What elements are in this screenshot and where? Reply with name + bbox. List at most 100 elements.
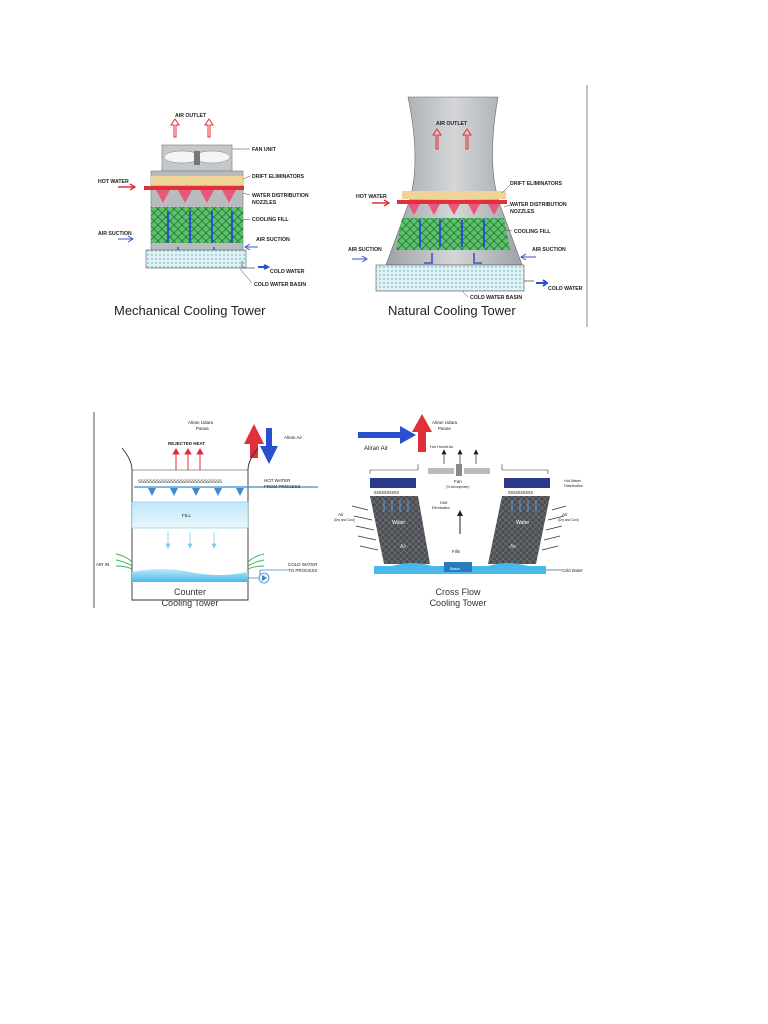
mech-spray-nozzles — [156, 190, 236, 203]
nat-air-suction-right-arrow — [520, 253, 536, 261]
counter-hot-water-label-2: FROM PROCESS — [264, 484, 301, 489]
counter-spray-marks: ssssssssssssssssssssssssssss — [138, 479, 222, 485]
cross-drift-label-2: Eliminator — [432, 505, 450, 510]
mech-cold-water-basin-label: COLD WATER BASIN — [254, 282, 306, 288]
cross-hot-water-distribution-right — [504, 478, 550, 488]
counter-hot-air-label-2: Panas — [196, 426, 210, 431]
nat-air-outlet-arrows — [432, 128, 472, 150]
nat-title: Natural Cooling Tower — [388, 303, 516, 318]
mech-drift-eliminators — [151, 176, 243, 185]
counter-hot-air-arrow — [244, 424, 264, 458]
cross-fill-right — [488, 496, 550, 564]
mech-fan-unit-label: FAN UNIT — [252, 147, 277, 153]
nat-air-suction-right-label: AIR SUCTION — [532, 247, 566, 253]
cross-hot-humid-air-label: Hot Humid Air — [430, 445, 454, 449]
counter-tower-shell — [121, 447, 259, 601]
counter-air-in-right-arrows — [247, 553, 265, 570]
cross-cold-water-label: Cold Water — [562, 568, 583, 573]
mech-air-suction-right-label: AIR SUCTION — [256, 237, 290, 243]
cross-water-right-label: Water — [516, 520, 529, 526]
cross-basin-label: Basin — [450, 566, 460, 571]
cross-air-right-label: Air — [562, 512, 568, 517]
mech-cold-water-label: COLD WATER — [270, 269, 305, 275]
nat-spray-nozzles — [408, 204, 500, 215]
cross-water-flow-label: Aliran Air — [364, 446, 388, 452]
crossflow-cooling-tower: Aliran Air Aliran Udara Panas Hot Humid … — [334, 414, 583, 608]
nat-air-outlet-label: AIR OUTLET — [436, 121, 468, 127]
nat-cooling-fill — [396, 218, 510, 250]
mech-cooling-fill — [151, 207, 243, 243]
cross-title-1: Cross Flow — [435, 587, 481, 597]
counter-hot-air-label-1: Aliran Udara — [188, 420, 214, 425]
mech-nozzles-label-2: NOZZLES — [252, 200, 277, 206]
mechanical-cooling-tower: AIR OUTLET — [98, 113, 309, 318]
counter-cold-water-pool — [132, 569, 248, 582]
cross-water-left-label: Water — [392, 520, 405, 526]
mech-air-suction-left-label: AIR SUCTION — [98, 231, 132, 237]
cross-title-2: Cooling Tower — [430, 598, 487, 608]
nat-hot-water-arrow — [372, 199, 391, 207]
cross-air-inner-right-label: Air — [510, 544, 516, 550]
nat-drift-eliminators-label: DRIFT ELIMINATORS — [510, 181, 563, 187]
nat-cold-water-label: COLD WATER — [548, 286, 583, 292]
cross-air-right-sub-label: (Dry and Cool) — [558, 518, 579, 522]
mech-air-outlet-label: AIR OUTLET — [175, 113, 207, 119]
cross-fill-left — [370, 496, 430, 564]
counter-cold-water-label-1: COLD WATER — [288, 562, 318, 567]
counter-fill — [131, 501, 249, 529]
counter-nozzles — [148, 488, 244, 496]
pump-icon — [258, 572, 270, 584]
counter-water-flow-arrow — [260, 428, 278, 464]
cross-fills-label: Fills — [452, 549, 461, 554]
nat-hot-water-label: HOT WATER — [356, 194, 387, 200]
cross-hot-air-label-2: Panas — [438, 426, 452, 431]
cross-hot-water-label-1: Hot Water — [564, 479, 582, 483]
cross-fan-label: Fan — [454, 479, 462, 484]
cross-air-inner-left-label: Air — [400, 544, 406, 550]
cross-fan-hub — [456, 464, 462, 476]
nat-air-rising-arrows — [424, 253, 482, 264]
nat-cold-water-basin — [375, 264, 525, 292]
nat-cold-water-arrow — [536, 279, 549, 287]
counter-cold-water-label-2: TO PROCESS — [288, 568, 317, 573]
cross-exhaust-arrows — [441, 449, 479, 464]
cross-water-arrows-right — [511, 500, 537, 512]
nat-nozzles-label-1: WATER DISTRIBUTION — [510, 202, 567, 208]
bottom-diagram: Aliran Udara Panas Aliran Air REJECTED H… — [92, 412, 588, 612]
cross-air-left-sub-label: (Dry and Cool) — [334, 518, 355, 522]
mech-air-suction-left-arrow — [118, 235, 134, 243]
rejected-heat-arrows — [172, 448, 204, 470]
counter-water-flow-label: Aliran Air — [284, 435, 303, 440]
cross-hot-air-label-1: Aliran Udara — [432, 420, 458, 425]
cross-hot-air-arrow — [412, 414, 432, 452]
counter-air-in-label: AIR IN — [96, 562, 109, 567]
counter-droplet-arrows — [165, 532, 217, 549]
nat-nozzles-label-2: NOZZLES — [510, 209, 535, 215]
mech-title: Mechanical Cooling Tower — [114, 303, 266, 318]
mech-air-suction-right-arrow — [244, 243, 258, 251]
cross-hot-water-distribution-left — [370, 478, 416, 488]
cross-basin-sump — [444, 562, 472, 572]
cross-fan-sub-label: (To Atmosphere) — [446, 485, 469, 489]
counter-fill-label: FILL — [182, 513, 192, 518]
mech-hot-water-pipe — [144, 186, 244, 190]
mech-hot-water-arrow — [118, 183, 137, 191]
top-diagram: AIR OUTLET — [90, 85, 590, 327]
counter-cooling-tower: Aliran Udara Panas Aliran Air REJECTED H… — [96, 420, 318, 608]
mech-drift-eliminators-label: DRIFT ELIMINATORS — [252, 174, 305, 180]
cross-water-flow-arrow — [358, 426, 416, 444]
cross-air-left-label: Air — [338, 512, 344, 517]
nat-air-suction-left-arrow — [352, 255, 368, 263]
natural-cooling-tower: AIR OUTLET DRIFT ELIMINATORS HOT WATER W… — [348, 96, 583, 318]
cross-air-in-right-arrows — [541, 505, 567, 551]
cross-spray-marks-left: ssssssssss — [374, 490, 400, 496]
counter-title-1: Counter — [174, 587, 206, 597]
cross-water-arrows-left — [383, 500, 409, 512]
nat-air-suction-left-label: AIR SUCTION — [348, 247, 382, 253]
mech-cold-water-arrow — [258, 264, 271, 270]
cross-fan-blade-right — [464, 468, 490, 474]
nat-hot-water-pipe — [397, 200, 507, 204]
nat-drift-eliminators — [402, 191, 506, 199]
fan-icon — [163, 150, 231, 165]
mech-nozzles-label-1: WATER DISTRIBUTION — [252, 193, 309, 199]
